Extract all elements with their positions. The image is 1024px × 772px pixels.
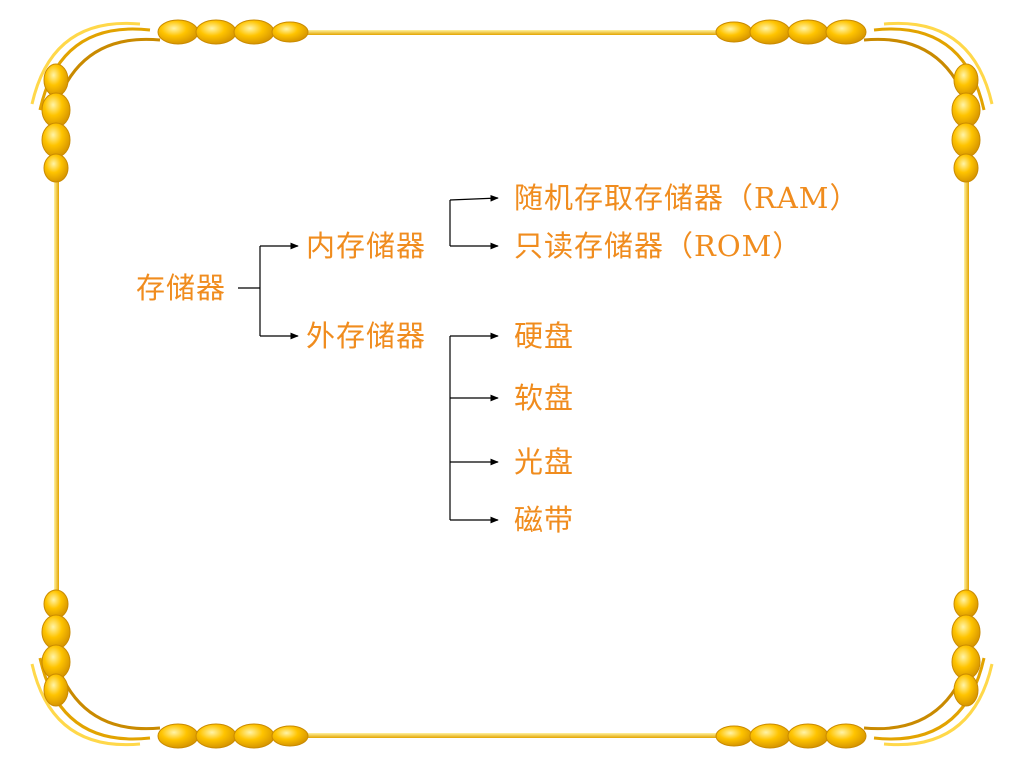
- leaf-rom: 只读存储器（ROM）: [514, 229, 803, 263]
- leaf-hard-disk: 硬盘: [514, 319, 575, 353]
- leaf-magnetic-tape: 磁带: [514, 503, 575, 537]
- frame-top-rail: [300, 30, 724, 35]
- root-node-storage: 存储器: [136, 271, 227, 305]
- leaf-floppy-disk: 软盘: [514, 381, 575, 415]
- leaf-ram: 随机存取存储器（RAM）: [514, 181, 860, 215]
- frame-beads-top-left: [157, 19, 309, 45]
- frame-beads-bottom-right: [715, 723, 867, 749]
- connector-to-ram: [449, 194, 499, 202]
- frame-right-rail: [964, 175, 969, 595]
- frame-beads-left-bottom: [41, 589, 71, 707]
- leaf-optical-disk: 光盘: [514, 445, 575, 479]
- frame-beads-right-top: [951, 63, 981, 183]
- frame-beads-top-right: [715, 19, 867, 45]
- frame-beads-left-top: [41, 63, 71, 183]
- branch-external-memory: 外存储器: [306, 319, 427, 353]
- frame-beads-right-bottom: [951, 589, 981, 707]
- frame-left-rail: [54, 175, 59, 595]
- frame-beads-bottom-left: [157, 723, 309, 749]
- frame-bottom-rail: [300, 733, 724, 738]
- branch-internal-memory: 内存储器: [306, 229, 427, 263]
